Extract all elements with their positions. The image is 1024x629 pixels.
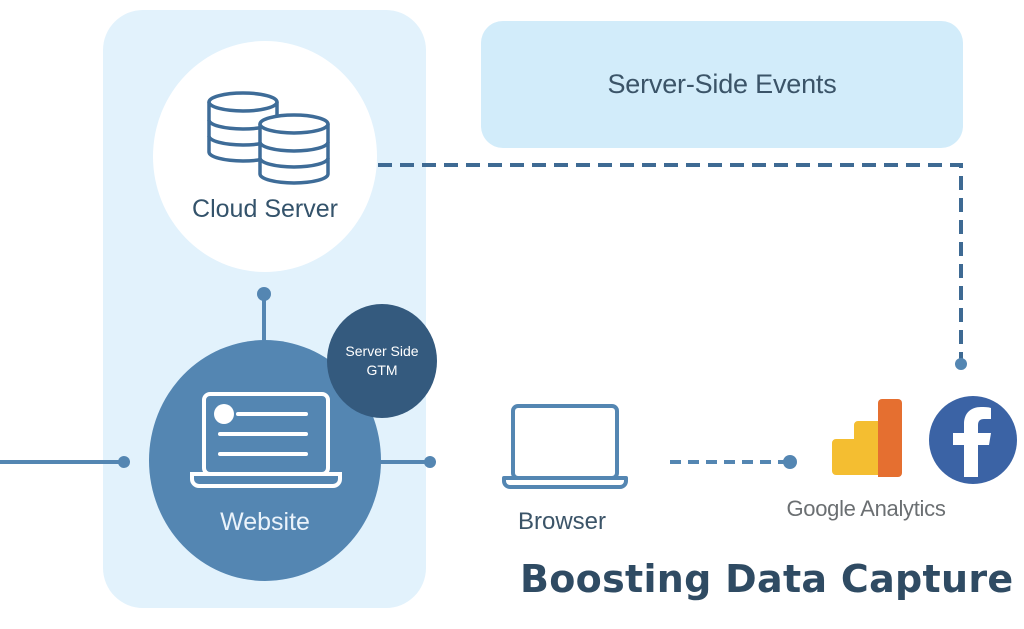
connector-dot (955, 358, 967, 370)
database-icon (207, 91, 330, 185)
connector-dot (424, 456, 436, 468)
google-analytics-icon (832, 399, 902, 477)
connector-dot (783, 455, 797, 469)
browser-label: Browser (517, 508, 607, 535)
diagram-title: Boosting Data Capture (520, 557, 1014, 601)
server-side-events-label: Server-Side Events (607, 69, 837, 99)
connector-cloud-to-facebook (378, 163, 963, 360)
gtm-label-line1: Server Side (345, 343, 419, 359)
server-side-gtm-node: Server Side GTM (327, 304, 437, 418)
server-side-events-box: Server-Side Events (481, 21, 963, 148)
laptop-webpage-icon (190, 392, 342, 488)
gtm-label-line2: GTM (366, 362, 398, 378)
website-label: Website (220, 508, 310, 536)
connector-dot (118, 456, 130, 468)
laptop-icon (502, 404, 628, 489)
facebook-icon (929, 396, 1017, 484)
connector-dot (257, 287, 271, 301)
google-analytics-label: Google Analytics (786, 496, 946, 521)
cloud-server-label: Cloud Server (192, 195, 338, 223)
